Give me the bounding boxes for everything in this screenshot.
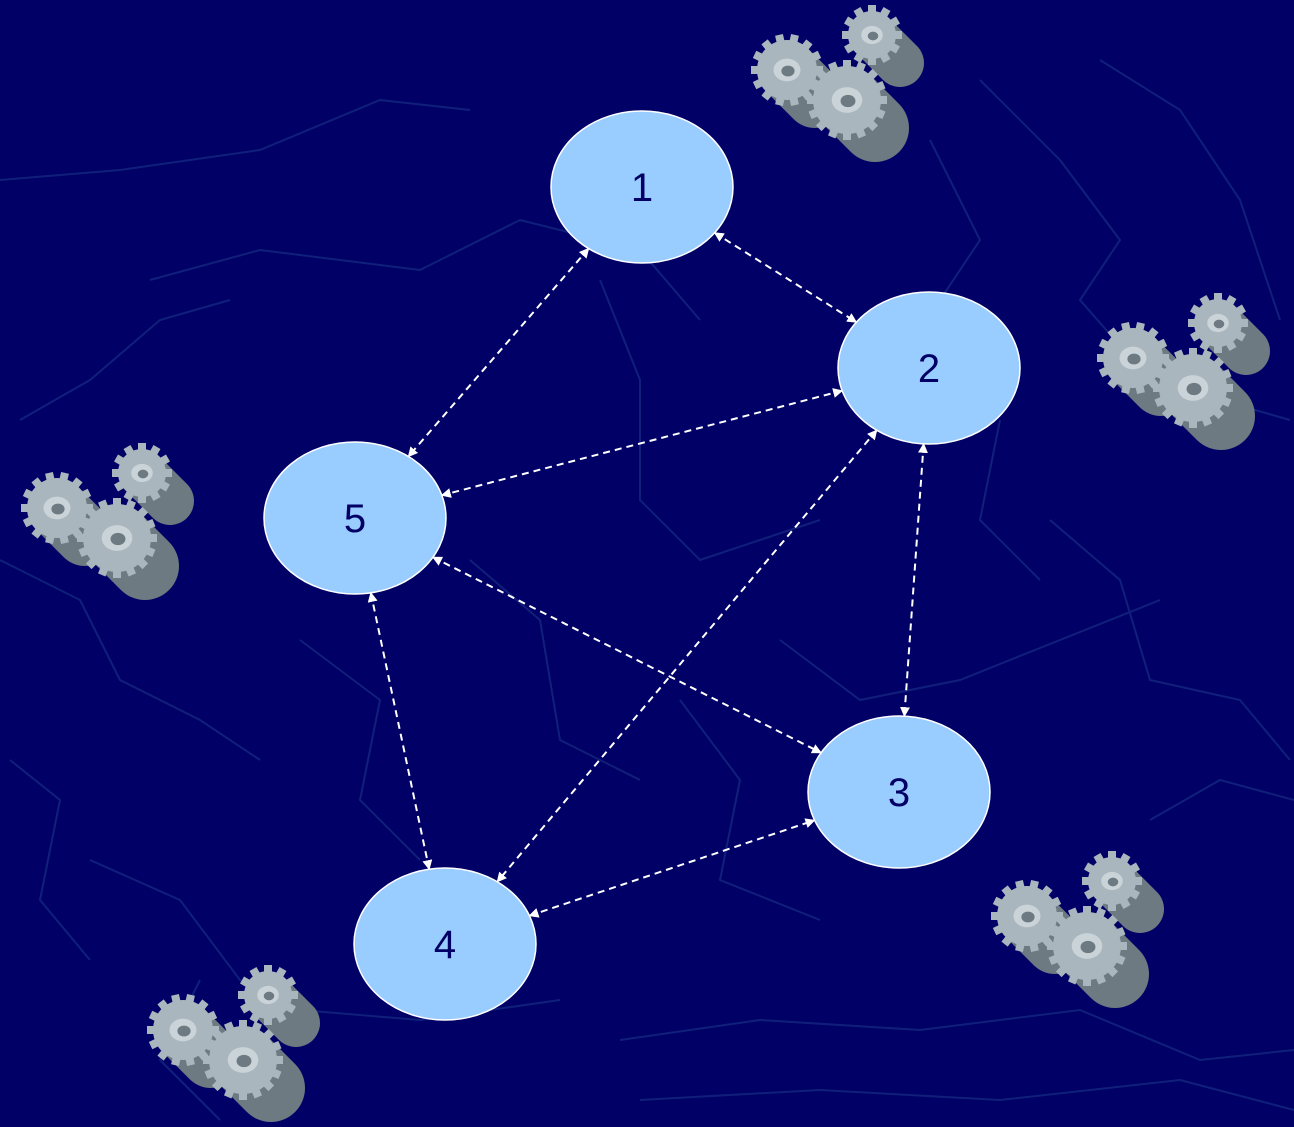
edge-1-5 — [407, 247, 590, 458]
background-line — [929, 139, 982, 301]
node-label: 5 — [344, 497, 366, 541]
node-ellipse — [353, 867, 537, 1021]
edge-5-3 — [432, 556, 822, 754]
node-1: 1 — [550, 110, 734, 264]
node-ellipse — [263, 441, 447, 595]
background-line — [469, 559, 641, 781]
node-label: 3 — [888, 771, 910, 815]
background-line — [1049, 519, 1291, 761]
gears-icon — [147, 965, 320, 1122]
node-ellipse — [837, 291, 1021, 445]
node-ellipse — [550, 110, 734, 264]
background-line — [779, 599, 1161, 702]
gears-icon — [751, 5, 924, 162]
gears-icon — [1097, 293, 1270, 450]
background-line — [639, 1078, 1294, 1111]
background-line — [1099, 59, 1281, 321]
edge-2-3 — [900, 442, 928, 718]
gears-icon — [21, 443, 194, 600]
background-line — [679, 699, 821, 921]
background-line — [0, 98, 471, 181]
edge-2-5 — [440, 388, 844, 498]
background-line — [619, 1008, 1294, 1062]
node-label: 2 — [918, 347, 940, 391]
node-3: 3 — [807, 715, 991, 869]
background-line — [299, 639, 421, 861]
edge-1-2 — [713, 231, 858, 324]
node-4: 4 — [353, 867, 537, 1021]
background-line — [1149, 778, 1294, 821]
gear-decorations — [21, 5, 1270, 1122]
gears-icon — [991, 851, 1164, 1008]
edges — [367, 231, 928, 918]
node-ellipse — [807, 715, 991, 869]
background-line — [599, 279, 821, 562]
nodes: 1 2 3 4 5 — [263, 110, 1021, 1021]
node-label: 1 — [631, 166, 653, 210]
node-5: 5 — [263, 441, 447, 595]
background-line — [0, 559, 261, 761]
edge-4-3 — [528, 818, 816, 918]
node-2: 2 — [837, 291, 1021, 445]
background-line — [978, 419, 1041, 581]
background-line — [9, 759, 91, 961]
node-label: 4 — [434, 923, 456, 967]
background-line — [19, 299, 231, 421]
edge-5-4 — [367, 591, 433, 871]
